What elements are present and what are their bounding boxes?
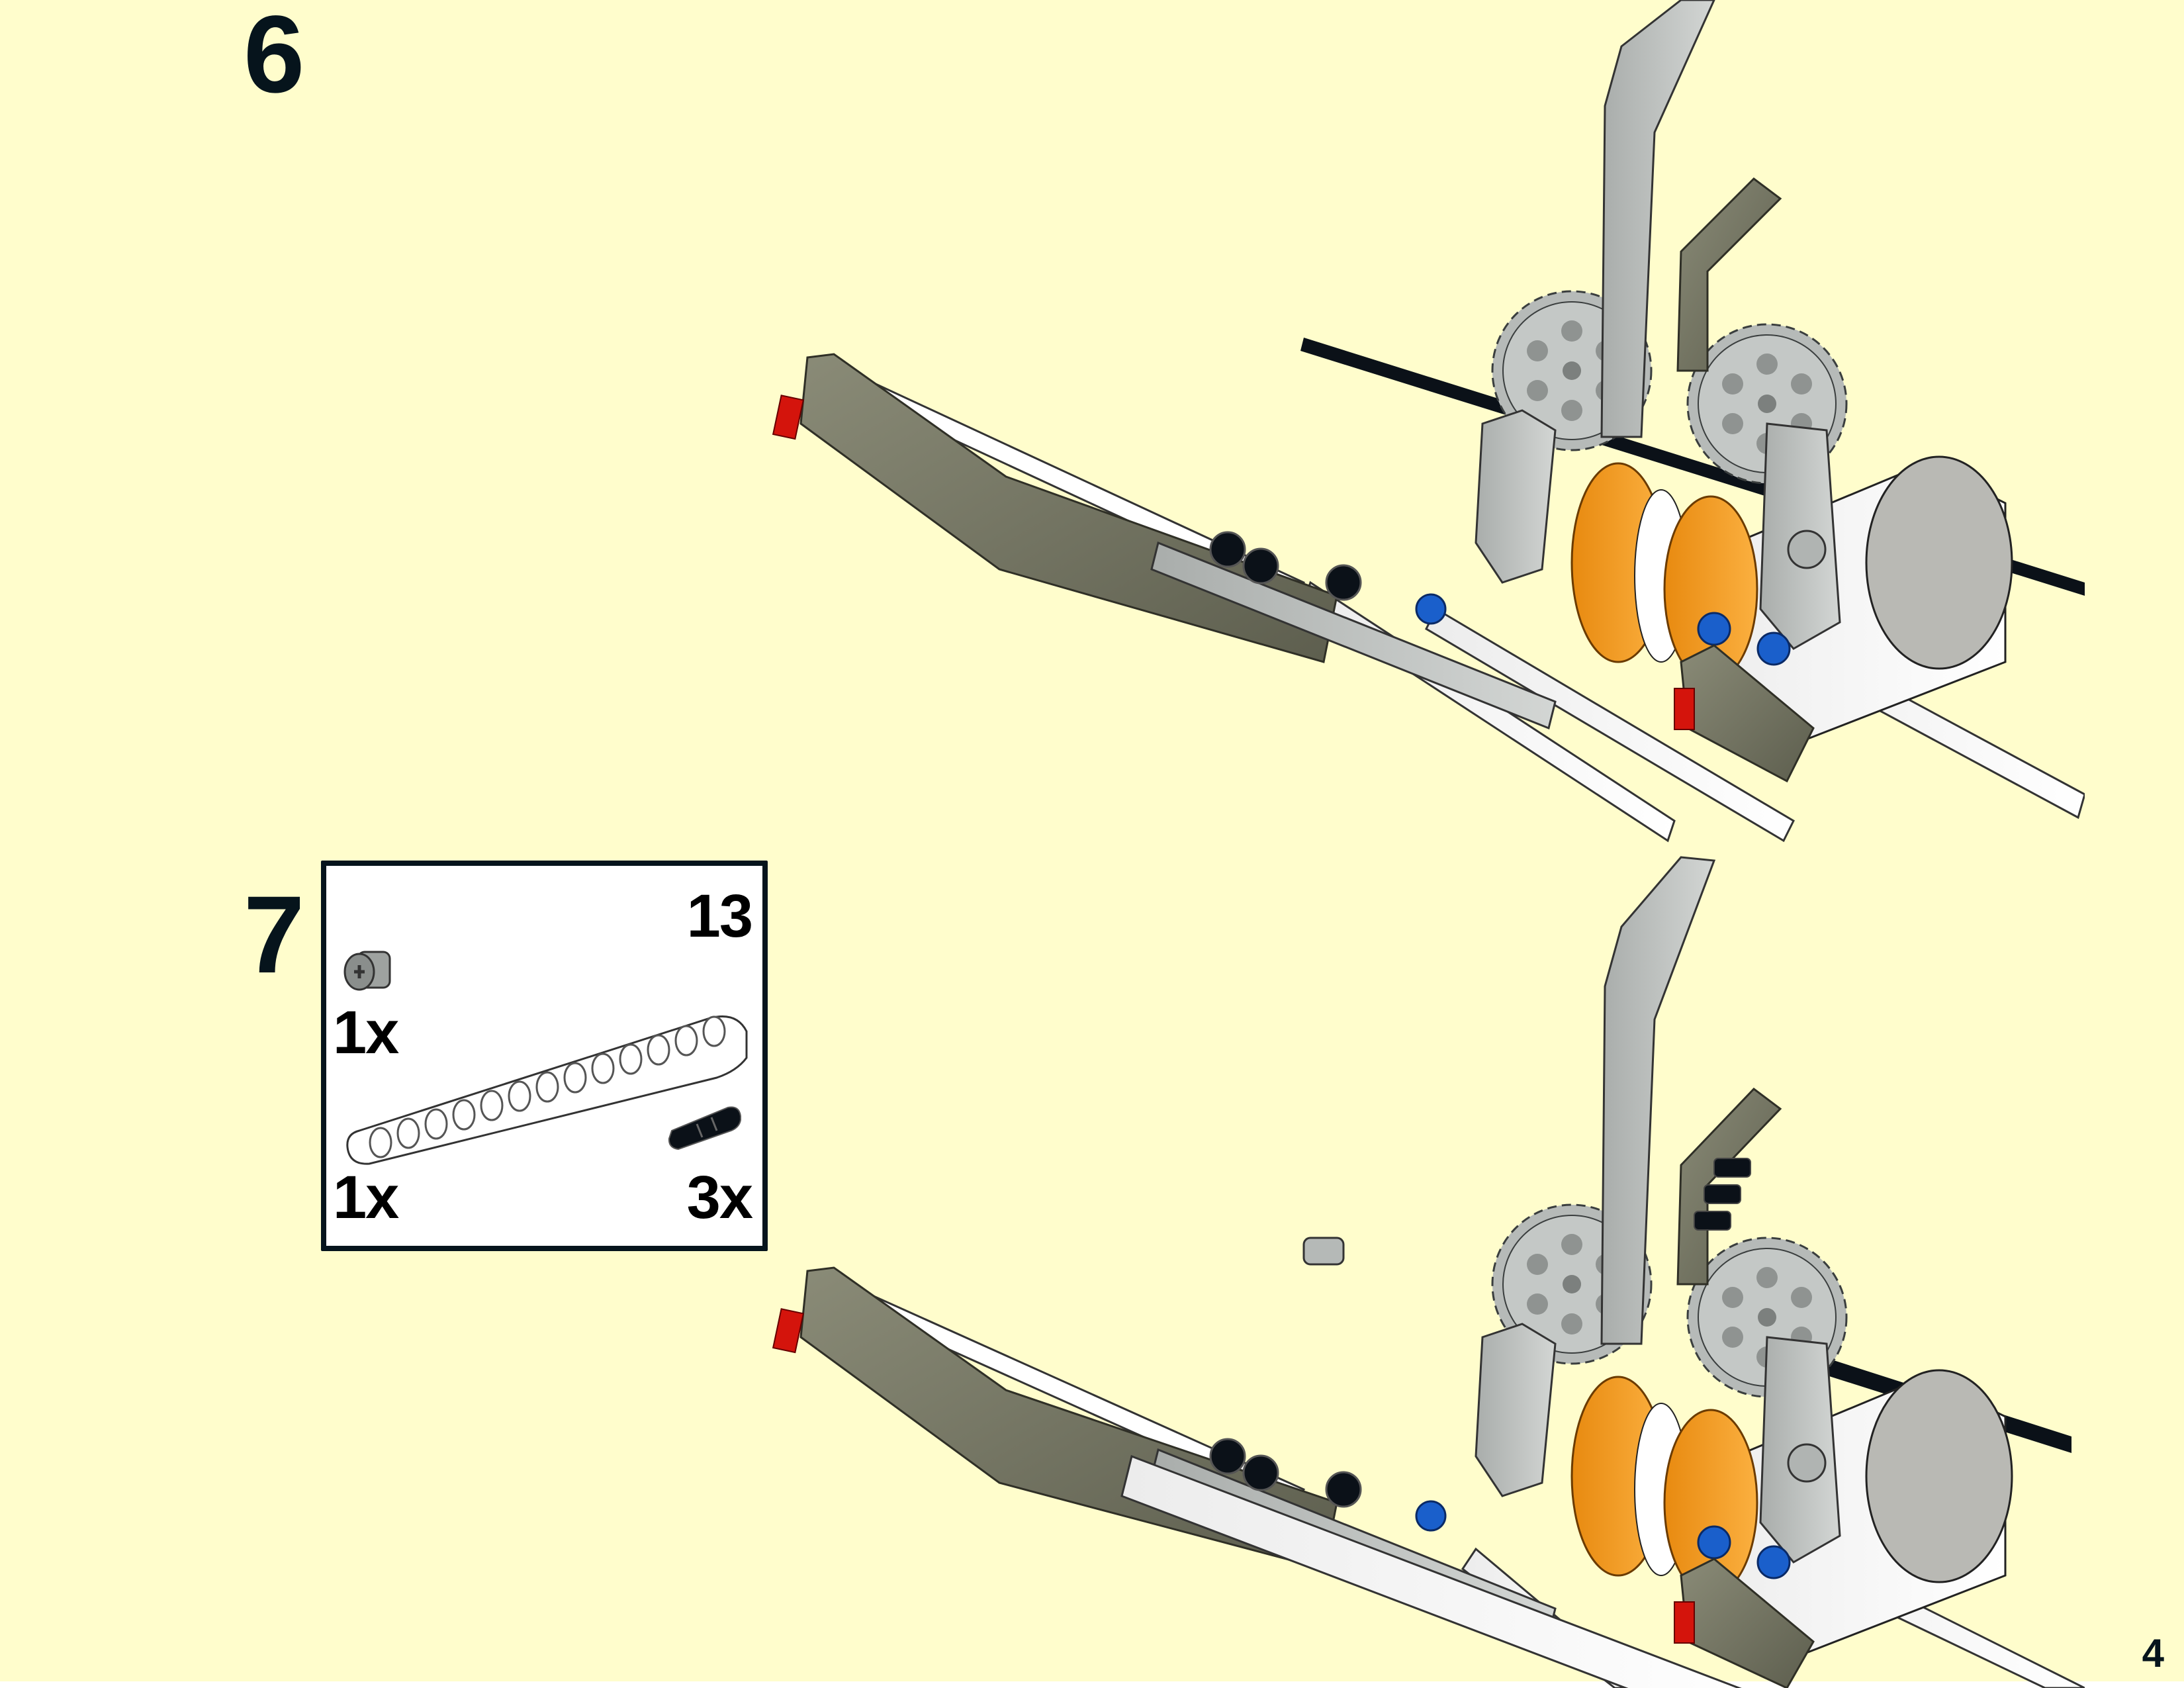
step-number-7: 7 bbox=[244, 874, 304, 996]
tall-gray-beam bbox=[1600, 0, 1715, 438]
axle-pin-quantity: 3x bbox=[686, 1164, 753, 1231]
step-number-6: 6 bbox=[244, 0, 304, 116]
tan-l-beam bbox=[1676, 177, 1782, 372]
assembly-model-step-6 bbox=[772, 0, 2085, 843]
tan-arm-left bbox=[799, 353, 1338, 663]
page-number: 4 bbox=[2142, 1631, 2164, 1675]
page-bottom-margin bbox=[0, 1681, 2184, 1688]
bush-quantity: 1x bbox=[333, 999, 399, 1066]
beam-length-label: 13 bbox=[686, 882, 753, 950]
parts-list-box: 1x 13 1x 3x bbox=[321, 861, 768, 1251]
beam-quantity: 1x bbox=[333, 1164, 399, 1231]
beam-13-part-icon bbox=[346, 1015, 748, 1165]
tall-gray-beam bbox=[1600, 856, 1716, 1345]
axle-pin-part-icon bbox=[668, 1106, 741, 1150]
bush-part-icon bbox=[343, 951, 391, 991]
added-white-beam-13 bbox=[1120, 1454, 1742, 1688]
black-axle-pins bbox=[1694, 1158, 1751, 1231]
assembly-model-step-7 bbox=[772, 856, 2085, 1688]
